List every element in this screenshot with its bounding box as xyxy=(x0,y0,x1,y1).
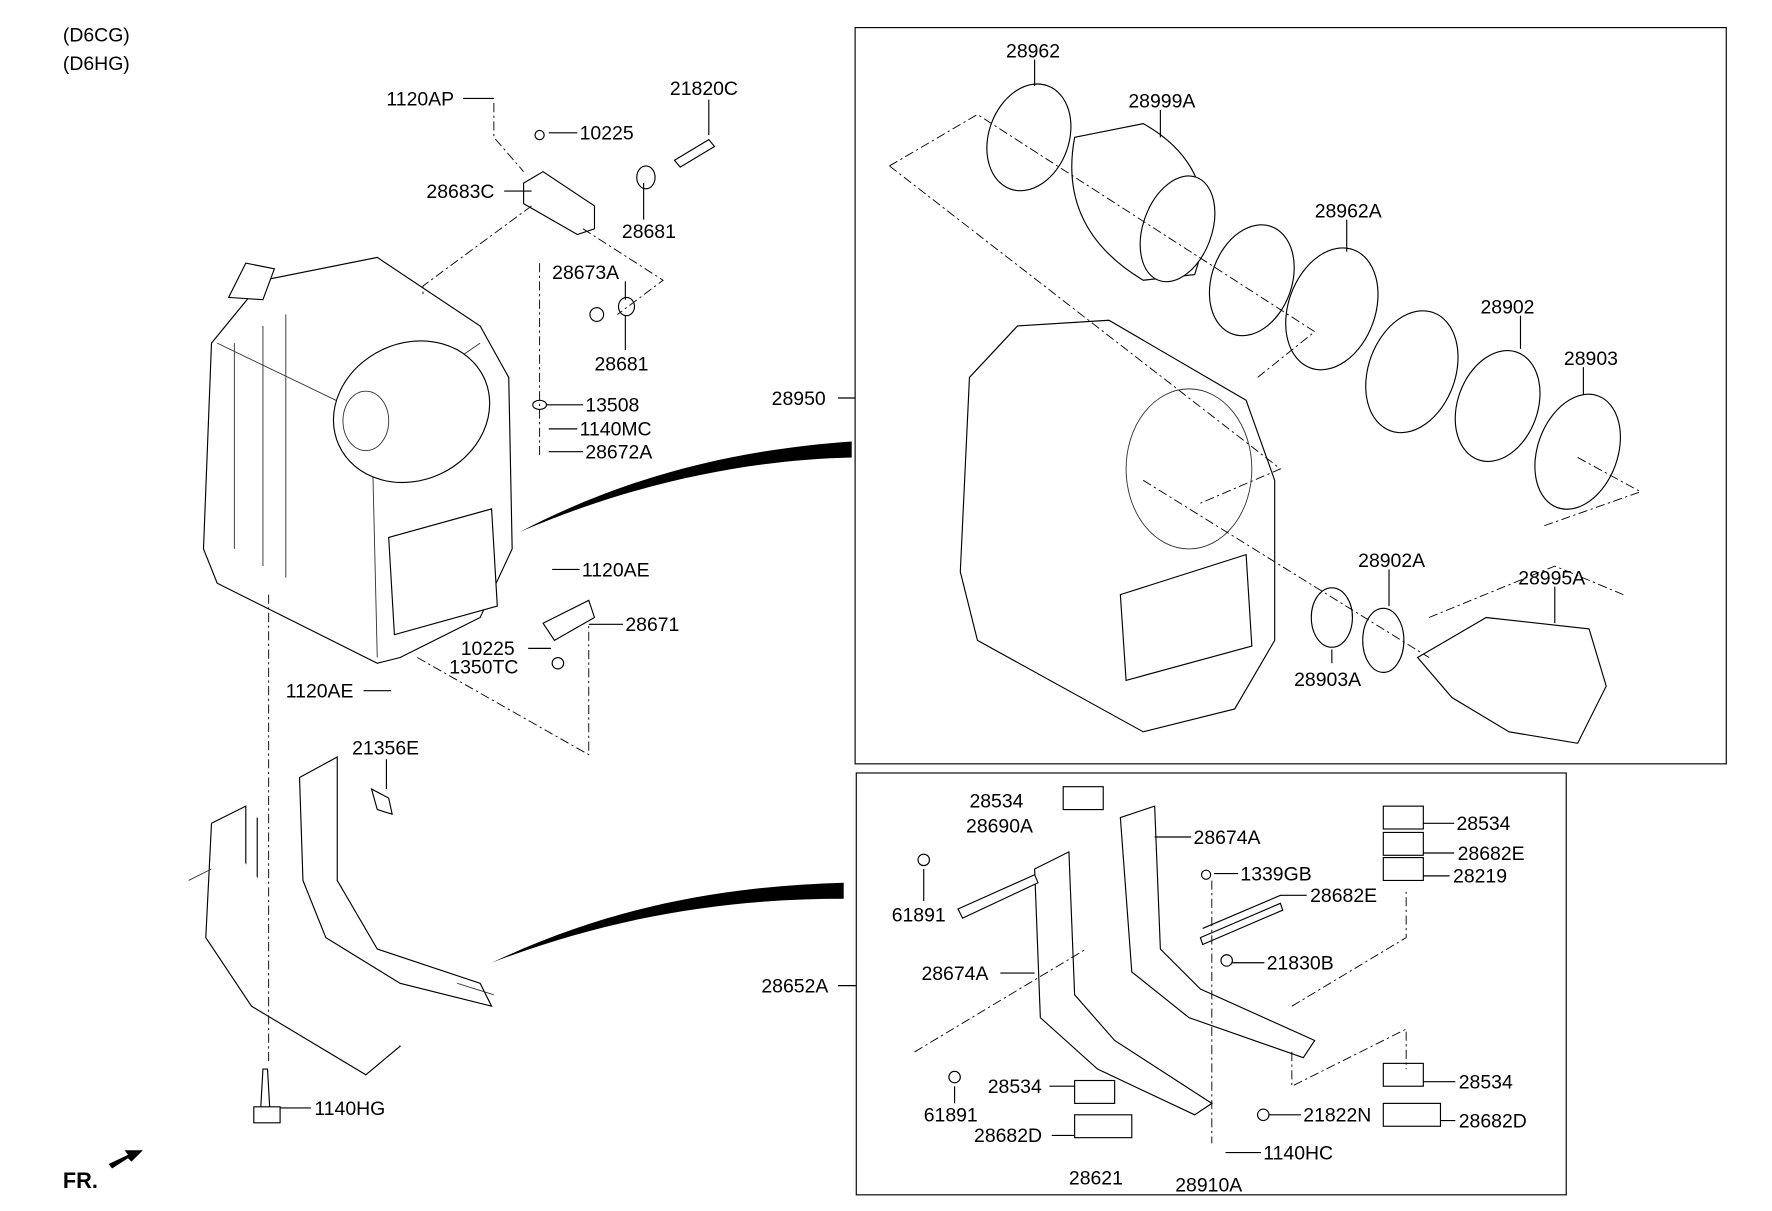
part-label-28652a[interactable]: 28652A xyxy=(761,975,828,997)
bracket-detail-box xyxy=(855,772,1567,1196)
part-label-28682d[interactable]: 28682D xyxy=(974,1125,1042,1147)
part-label-28683c[interactable]: 28683C xyxy=(426,181,494,203)
part-label-28950[interactable]: 28950 xyxy=(772,388,826,410)
part-label-28682d[interactable]: 28682D xyxy=(1459,1110,1527,1132)
part-label-28219[interactable]: 28219 xyxy=(1453,866,1507,888)
part-label-28534[interactable]: 28534 xyxy=(1456,813,1510,835)
dpf-detail-box xyxy=(854,27,1727,765)
part-label-28672a[interactable]: 28672A xyxy=(585,442,652,464)
part-label-28690a[interactable]: 28690A xyxy=(966,815,1033,837)
part-label-28681[interactable]: 28681 xyxy=(622,221,676,243)
part-label-1120ae[interactable]: 1120AE xyxy=(582,559,650,581)
part-label-61891[interactable]: 61891 xyxy=(924,1105,978,1127)
part-label-1140mc[interactable]: 1140MC xyxy=(580,419,652,441)
part-label-1120ae[interactable]: 1120AE xyxy=(286,681,354,703)
part-label-28962a[interactable]: 28962A xyxy=(1315,200,1382,222)
dpf-housing-assembly xyxy=(202,256,513,664)
part-label-28962[interactable]: 28962 xyxy=(1006,40,1060,62)
part-label-10225[interactable]: 10225 xyxy=(580,123,634,145)
callout-arrow-dpf xyxy=(520,441,852,532)
part-label-1140hg[interactable]: 1140HG xyxy=(314,1098,385,1120)
part-label-21356e[interactable]: 21356E xyxy=(352,738,419,760)
part-label-1120ap[interactable]: 1120AP xyxy=(386,88,454,110)
engine-code-d6hg: (D6HG) xyxy=(63,53,130,75)
part-label-1339gb[interactable]: 1339GB xyxy=(1240,863,1311,885)
part-label-28999a[interactable]: 28999A xyxy=(1128,91,1195,113)
part-label-28903a[interactable]: 28903A xyxy=(1294,669,1361,691)
part-label-28534[interactable]: 28534 xyxy=(1459,1072,1513,1094)
engine-code-d6cg: (D6CG) xyxy=(63,24,130,46)
callout-arrow-bracket xyxy=(491,882,844,963)
dpf-exploded-view xyxy=(889,83,1642,744)
part-label-28902[interactable]: 28902 xyxy=(1480,296,1534,318)
mounting-bracket-assembly xyxy=(188,756,495,1076)
part-label-28671[interactable]: 28671 xyxy=(625,614,679,636)
part-label-28673a[interactable]: 28673A xyxy=(552,262,619,284)
part-label-28995a[interactable]: 28995A xyxy=(1518,567,1585,589)
part-label-10225[interactable]: 10225 xyxy=(461,638,515,660)
hardware-parts xyxy=(253,129,716,1124)
part-label-28682e[interactable]: 28682E xyxy=(1458,843,1525,865)
part-label-21822n[interactable]: 21822N xyxy=(1303,1105,1371,1127)
front-arrow-icon xyxy=(108,1150,143,1169)
part-label-28681[interactable]: 28681 xyxy=(594,354,648,376)
part-label-28534[interactable]: 28534 xyxy=(988,1076,1042,1098)
part-label-1350tc[interactable]: 1350TC xyxy=(449,657,518,679)
part-label-21820c[interactable]: 21820C xyxy=(670,78,738,100)
part-label-28621[interactable]: 28621 xyxy=(1069,1168,1123,1190)
part-label-28902a[interactable]: 28902A xyxy=(1358,550,1425,572)
part-label-28674a[interactable]: 28674A xyxy=(921,963,988,985)
part-label-13508[interactable]: 13508 xyxy=(585,395,639,417)
part-label-28682e[interactable]: 28682E xyxy=(1310,885,1377,907)
leader-lines xyxy=(280,59,1584,1154)
part-label-61891[interactable]: 61891 xyxy=(892,905,946,927)
part-label-28910a[interactable]: 28910A xyxy=(1175,1174,1242,1196)
part-label-28674a[interactable]: 28674A xyxy=(1194,827,1261,849)
part-label-21830b[interactable]: 21830B xyxy=(1267,953,1334,975)
front-direction-label: FR. xyxy=(63,1168,98,1193)
part-label-1140hc[interactable]: 1140HC xyxy=(1263,1142,1333,1164)
bracket-exploded-view xyxy=(914,786,1442,1144)
part-label-28534[interactable]: 28534 xyxy=(969,790,1023,812)
part-label-28903[interactable]: 28903 xyxy=(1564,348,1618,370)
